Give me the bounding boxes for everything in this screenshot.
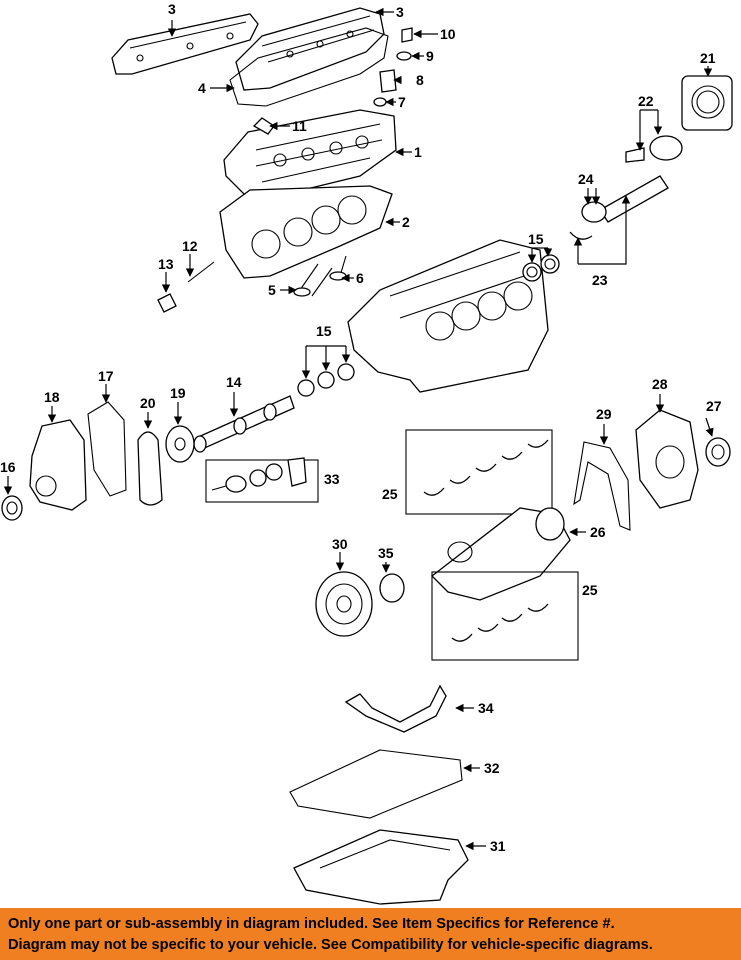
- disclaimer-line-1: Only one part or sub-assembly in diagram…: [8, 916, 615, 932]
- callout-3b: 3: [396, 4, 404, 20]
- valve-cover-gasket: [229, 27, 389, 107]
- callout-9: 9: [426, 48, 434, 64]
- oil-pan: [293, 829, 469, 905]
- callout-17: 17: [98, 368, 114, 384]
- cam-bearings: [297, 363, 355, 397]
- leader-lines: [3, 7, 714, 851]
- callout-21: 21: [700, 50, 716, 66]
- callout-11: 11: [292, 118, 307, 134]
- callout-labels: 3 3 10 9 21 8 4 22 7 11 1 24 2 15 12 13 …: [0, 1, 722, 854]
- callout-8: 8: [416, 72, 424, 88]
- callout-20: 20: [140, 395, 156, 411]
- callout-13: 13: [158, 256, 174, 272]
- callout-15b: 15: [316, 323, 332, 339]
- connecting-rod: [581, 175, 669, 223]
- callout-31: 31: [490, 838, 506, 854]
- callout-34: 34: [478, 700, 494, 716]
- callout-10: 10: [440, 26, 456, 42]
- engine-parts-diagram: 3 3 10 9 21 8 4 22 7 11 1 24 2 15 12 13 …: [0, 1, 733, 905]
- camshaft: [193, 395, 295, 453]
- callout-30: 30: [332, 536, 348, 552]
- callout-29: 29: [596, 406, 612, 422]
- callout-26: 26: [590, 524, 606, 540]
- timing-chain: [137, 431, 163, 506]
- callout-24: 24: [578, 171, 594, 187]
- callout-7: 7: [398, 94, 406, 110]
- timing-cover-gasket: [87, 401, 127, 497]
- callout-22: 22: [638, 93, 654, 109]
- callout-12: 12: [182, 238, 198, 254]
- rear-main-seal-housing: [635, 409, 699, 509]
- disclaimer-line-2: Diagram may not be specific to your vehi…: [8, 937, 653, 953]
- callout-19: 19: [170, 385, 186, 401]
- oil-pickup-tube: [344, 684, 447, 733]
- valves: [293, 255, 347, 297]
- crankshaft: [431, 507, 571, 601]
- piston-pin: [625, 135, 683, 163]
- callout-28: 28: [652, 376, 668, 392]
- timing-gear: [165, 425, 195, 463]
- callout-27: 27: [706, 398, 722, 414]
- crank-sprocket: [379, 573, 405, 603]
- main-bearings-lower: [431, 571, 579, 661]
- rear-cover-gasket: [573, 441, 631, 531]
- harmonic-balancer: [315, 571, 373, 637]
- oil-pan-gasket: [289, 749, 463, 819]
- callout-6: 6: [356, 270, 364, 286]
- callout-23: 23: [592, 272, 608, 288]
- cylinder-head: [223, 109, 397, 199]
- main-bearings-upper: [405, 429, 553, 515]
- callout-18: 18: [44, 389, 60, 405]
- callout-14: 14: [226, 374, 242, 390]
- callout-2: 2: [402, 214, 410, 230]
- callout-32: 32: [484, 760, 500, 776]
- small-hardware-7-10: [373, 27, 413, 107]
- callout-5: 5: [268, 282, 276, 298]
- callout-1: 1: [414, 144, 422, 160]
- rod-bearings: [569, 231, 593, 240]
- callout-33: 33: [324, 471, 340, 487]
- timing-cover: [29, 419, 87, 511]
- valve-cover-left: [111, 13, 259, 75]
- callout-35: 35: [378, 545, 394, 561]
- callout-25a: 25: [382, 486, 398, 502]
- callout-4: 4: [198, 80, 206, 96]
- head-gasket: [219, 185, 393, 279]
- pushrod-lifter: [157, 261, 215, 313]
- valve-cover-right: [235, 7, 385, 91]
- engine-block: [347, 239, 549, 393]
- callout-25b: 25: [582, 582, 598, 598]
- callout-15a: 15: [528, 231, 544, 247]
- rear-main-seal: [705, 437, 731, 467]
- disclaimer-banner: Only one part or sub-assembly in diagram…: [0, 908, 741, 960]
- vvt-kit: [205, 457, 319, 503]
- piston-ring-set: [681, 75, 733, 131]
- callout-3a: 3: [168, 1, 176, 17]
- callout-16: 16: [0, 459, 16, 475]
- front-seal: [1, 495, 23, 521]
